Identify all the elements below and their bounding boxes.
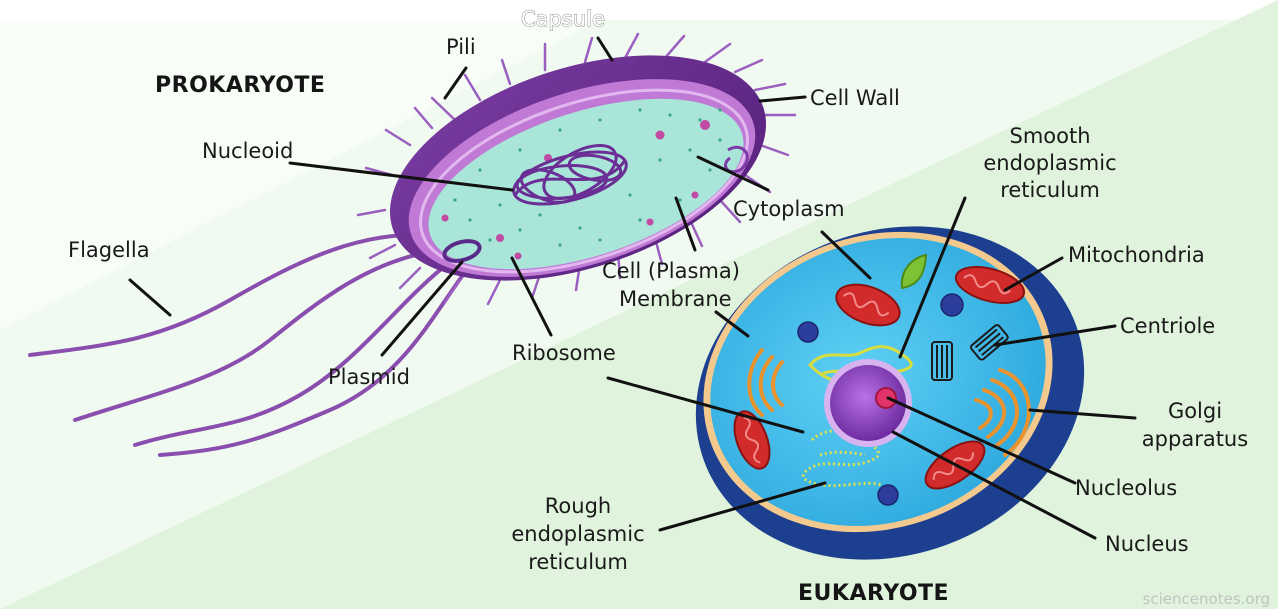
label-flagella: Flagella [68,238,150,262]
label-capsule: Capsule [521,7,605,31]
label-cell-wall: Cell Wall [810,86,900,110]
label-nucleoid: Nucleoid [202,139,293,163]
credit-watermark: sciencenotes.org [1143,590,1270,608]
label-centriole: Centriole [1120,314,1215,338]
label-smooth-er-line3: reticulum [1000,178,1100,202]
label-cytoplasm: Cytoplasm [733,197,845,221]
label-nucleolus: Nucleolus [1075,476,1177,500]
prokaryote-heading: PROKARYOTE [155,73,325,98]
label-plasmid: Plasmid [328,365,410,389]
nucleolus-body [876,388,896,408]
label-rough-er-line2: endoplasmic [511,522,644,546]
label-cell-membrane-line1: Cell (Plasma) [602,259,740,283]
label-mitochondria: Mitochondria [1068,243,1205,267]
label-rough-er-line3: reticulum [528,550,628,574]
label-ribosome: Ribosome [512,341,616,365]
label-golgi-line2: apparatus [1142,427,1248,451]
label-pili: Pili [446,35,476,59]
label-golgi-line1: Golgi [1168,399,1222,423]
label-smooth-er-line1: Smooth [1009,124,1090,148]
label-rough-er-line1: Rough [545,494,611,518]
eukaryote-heading: EUKARYOTE [798,581,949,606]
label-smooth-er-line2: endoplasmic [983,151,1116,175]
label-nucleus: Nucleus [1105,532,1189,556]
label-cell-membrane-line2: Membrane [619,287,732,311]
